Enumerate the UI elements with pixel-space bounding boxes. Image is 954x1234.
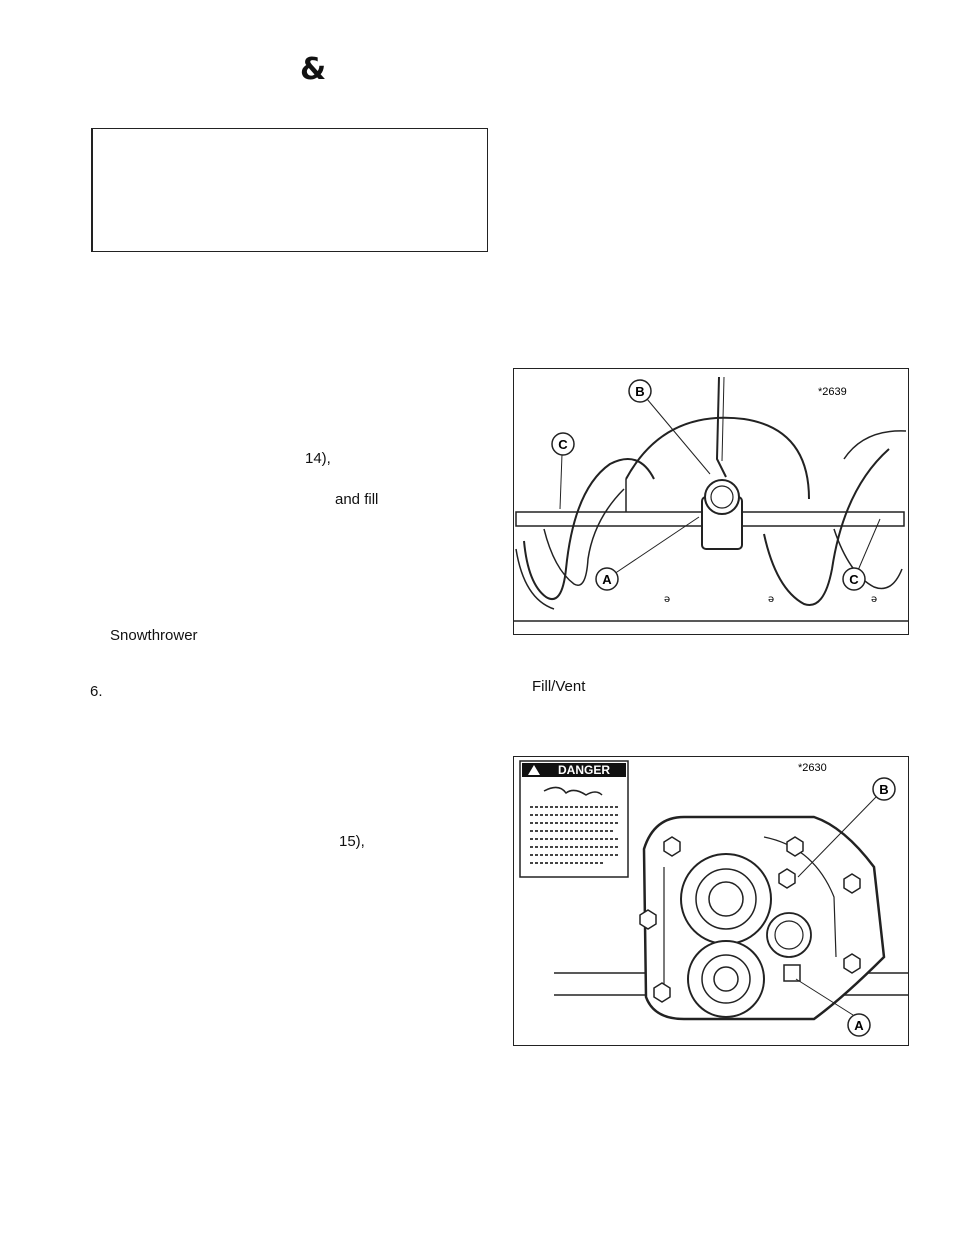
gearbox-illustration: DANGER xyxy=(519,760,908,1037)
gearbox-figure: DANGER xyxy=(513,756,909,1046)
snowthrower-text: Snowthrower xyxy=(110,627,198,644)
danger-decal xyxy=(519,760,629,878)
step-number: 6. xyxy=(90,683,103,700)
drain-mark: ə xyxy=(768,594,774,605)
figure-15-reference: 15), xyxy=(339,833,365,850)
callout-a: A xyxy=(854,1018,864,1033)
danger-label: DANGER xyxy=(558,763,610,777)
and-fill-text: and fill xyxy=(335,491,379,508)
auger-figure: B C A C *2639 ə ə ə xyxy=(513,368,909,635)
drain-mark: ə xyxy=(664,594,670,605)
figure-number: *2630 xyxy=(798,762,827,774)
fill-vent-text: Fill/Vent xyxy=(532,678,586,695)
figure-14-reference: 14), xyxy=(305,450,331,467)
auger-illustration: B C A C *2639 ə ə ə xyxy=(514,376,908,622)
callout-a: A xyxy=(602,572,612,587)
callout-c-right: C xyxy=(849,572,859,587)
notice-box xyxy=(91,128,488,252)
drain-mark: ə xyxy=(871,594,877,605)
figure-number: *2639 xyxy=(818,386,847,398)
heading-ampersand: & xyxy=(300,52,327,87)
callout-c-left: C xyxy=(558,437,568,452)
callout-b: B xyxy=(879,782,888,797)
callout-b: B xyxy=(635,384,644,399)
